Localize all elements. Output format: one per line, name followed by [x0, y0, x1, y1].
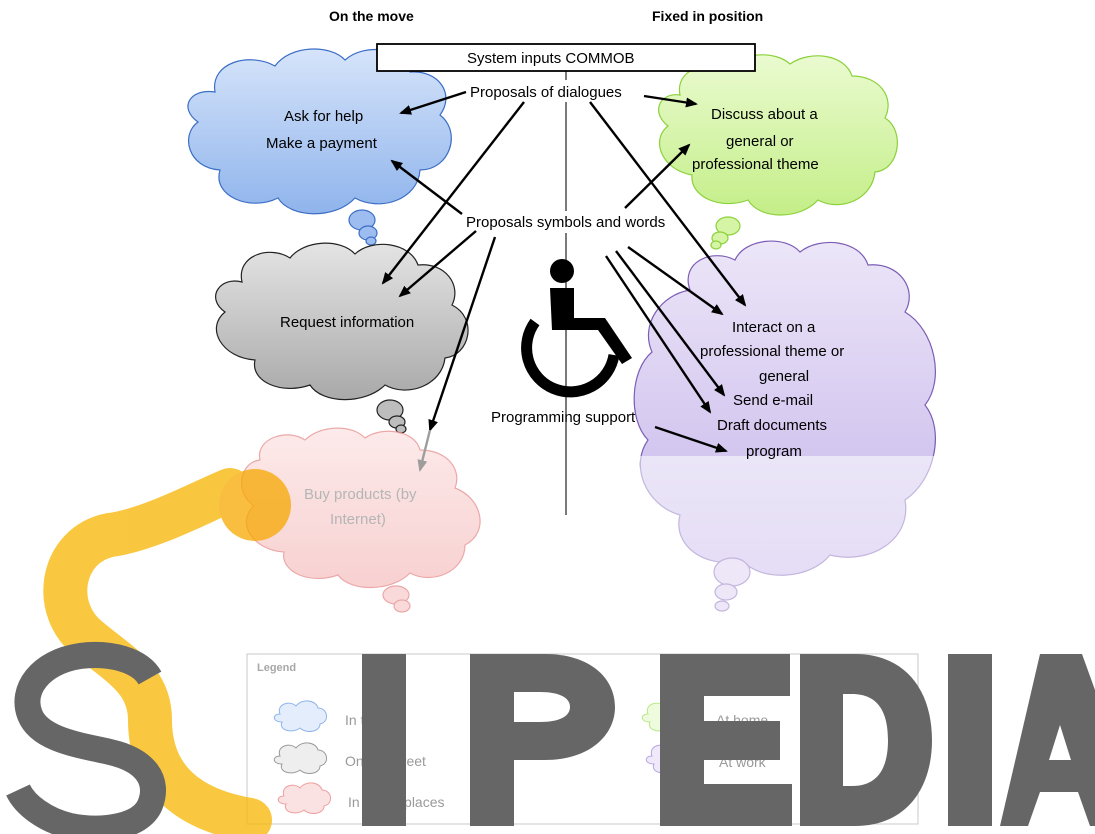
work-cloud-fade	[640, 456, 950, 626]
system-inputs-box	[376, 43, 756, 72]
legend-swatch-public	[277, 782, 331, 814]
legend-title: Legend	[257, 662, 296, 674]
watermark-letter-s	[6, 642, 166, 834]
scipedia-watermark	[6, 468, 1095, 834]
legend-swatch-transit	[273, 700, 327, 732]
cloud-at-home-line2: general or	[726, 133, 794, 150]
header-fixed-in-position: Fixed in position	[652, 8, 763, 24]
header-on-the-move: On the move	[329, 8, 414, 24]
arrow-dialogues-to-home	[643, 94, 698, 108]
hub-dialogues-bg	[464, 80, 636, 102]
arrow-programming-to-program	[654, 425, 728, 453]
system-inputs-label: System inputs COMMOB	[467, 50, 635, 67]
watermark-letter-a	[1000, 654, 1095, 826]
arrow-symbols-to-email	[615, 250, 726, 397]
arrow-symbols-to-street	[398, 230, 477, 298]
arrow-symbols-to-transit	[390, 159, 463, 215]
legend-swatch-street	[273, 742, 327, 774]
cloud-on-the-street	[215, 242, 469, 434]
arrow-symbols-to-public-end	[417, 429, 432, 472]
hub-programming-support: Programming support	[491, 409, 636, 426]
cloud-in-transit-line2: Make a payment	[266, 135, 378, 152]
hub-proposals-symbols-words: Proposals symbols and words	[466, 214, 665, 231]
cloud-at-work-line1: Interact on a	[732, 319, 816, 336]
arrow-symbols-to-home	[624, 143, 691, 209]
scipedia-logo-icon	[43, 468, 291, 834]
hub-symbols-bg	[462, 211, 684, 233]
watermark-letter-i	[362, 654, 406, 826]
watermark-letter-d	[800, 654, 932, 826]
wheelchair-icon	[521, 259, 632, 398]
watermark-letter-p	[470, 654, 615, 826]
cloud-at-home-line1: Discuss about a	[711, 106, 818, 123]
arrow-dialogues-to-transit	[399, 90, 467, 115]
arrow-dialogues-to-street	[381, 101, 525, 285]
arrow-symbols-to-draft	[605, 255, 712, 414]
cloud-public-places-line1: Buy products (by	[304, 486, 417, 503]
cloud-at-work-line4: Send e-mail	[733, 392, 813, 409]
hub-proposals-of-dialogues: Proposals of dialogues	[470, 84, 622, 101]
cloud-on-the-street-line1: Request information	[280, 314, 414, 331]
cloud-at-home	[658, 54, 898, 250]
cloud-at-work-line3: general	[759, 368, 809, 385]
cloud-at-work-line6: program	[746, 443, 802, 460]
cloud-at-work-line2: professional theme or	[700, 343, 844, 360]
arrow-symbols-to-interact	[627, 246, 724, 316]
cloud-in-transit	[187, 48, 452, 246]
arrow-group	[381, 90, 747, 472]
cloud-at-work-line5: Draft documents	[717, 417, 827, 434]
arrow-dialogues-to-work	[589, 101, 747, 307]
watermark-letter-e	[660, 654, 792, 826]
cloud-at-home-line3: professional theme	[692, 156, 819, 173]
cloud-public-places-line2: Internet)	[330, 511, 386, 528]
watermark-letter-i2	[948, 654, 992, 826]
cloud-in-transit-line1: Ask for help	[284, 108, 363, 125]
arrow-symbols-to-public	[428, 236, 497, 432]
